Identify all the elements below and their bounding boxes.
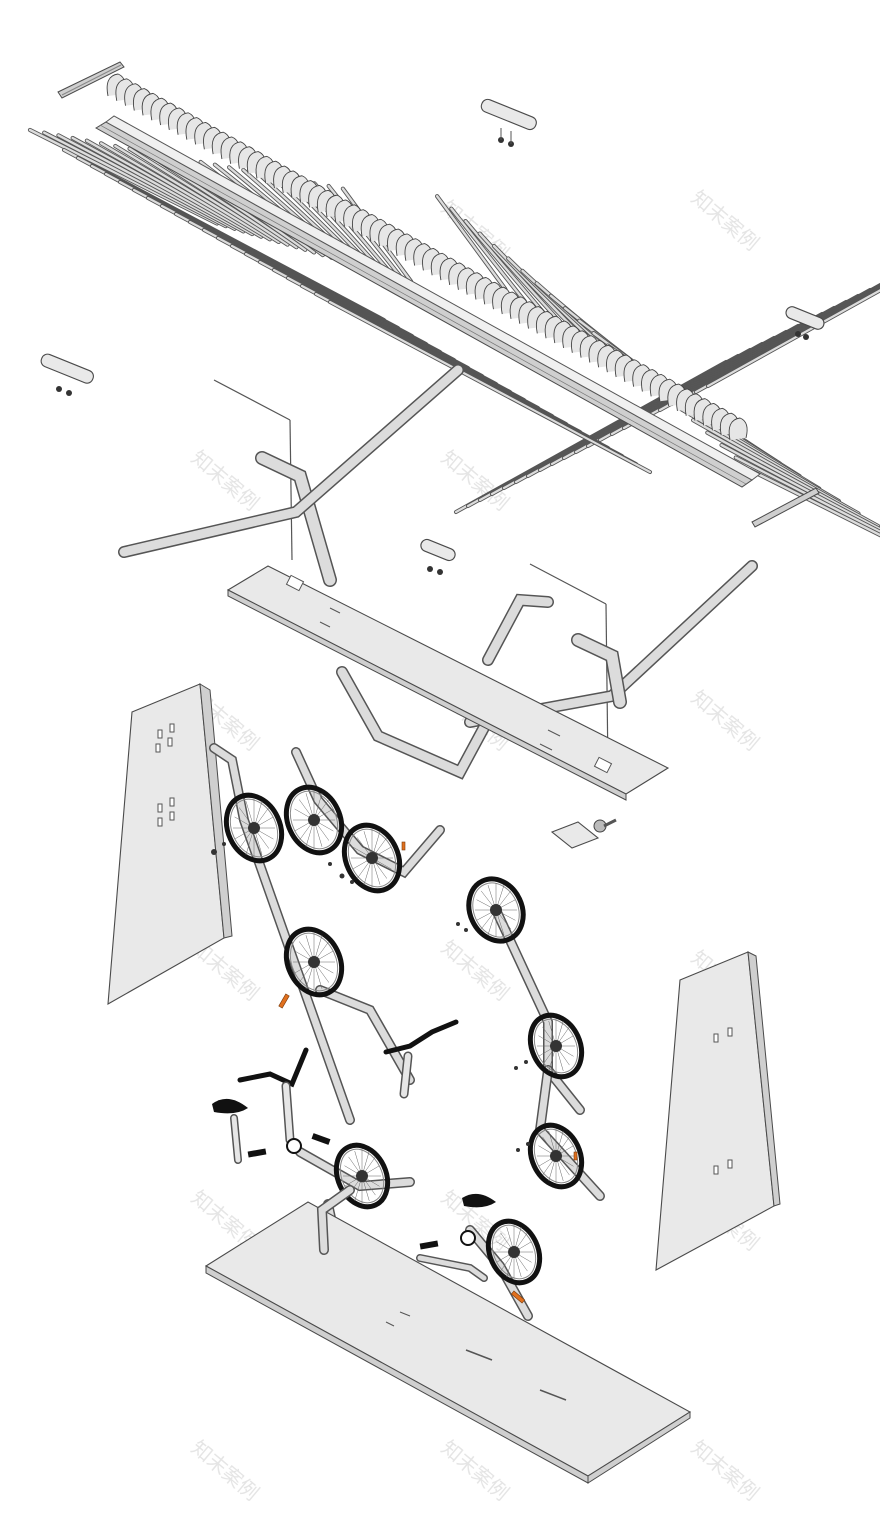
wheel-rim	[472, 882, 520, 938]
upper-deck-plate	[226, 565, 670, 801]
wheel-rim	[533, 1128, 579, 1184]
saddles	[212, 1098, 496, 1208]
bike-wheel	[341, 822, 403, 894]
left-end-rail	[57, 61, 125, 99]
wheel-hub	[550, 1040, 562, 1052]
end-cap-left	[40, 353, 94, 396]
wheel-hub	[356, 1170, 368, 1182]
canopy-rod-highlight	[85, 139, 254, 236]
wheel-hub	[308, 814, 320, 826]
right-side-panel	[655, 951, 781, 1271]
canopy-rod-highlight	[328, 300, 652, 474]
handlebars	[237, 1019, 459, 1145]
end-cap-far-right	[785, 306, 825, 340]
wheel-rim	[491, 1224, 537, 1280]
left-side-panel	[107, 683, 233, 1005]
watermark-text: 知末案例	[187, 445, 264, 515]
wheel-rim	[347, 828, 397, 888]
canopy-channel-rail	[95, 115, 761, 488]
wheel-rim	[339, 1148, 385, 1204]
bike-wheel	[527, 1012, 585, 1080]
small-foot-plate	[550, 818, 617, 849]
canopy-rod-highlight	[99, 142, 263, 238]
bike-wheels	[223, 784, 585, 1286]
canopy-rod-highlight	[706, 431, 880, 528]
canopy-rod-highlight	[435, 195, 507, 291]
reflectors	[278, 841, 578, 1304]
wheel-hub	[366, 852, 378, 864]
canopy-rod-highlight	[114, 144, 272, 241]
wheel-tire	[283, 926, 345, 998]
watermark-text: 知末案例	[187, 1435, 264, 1505]
wheel-rim	[289, 932, 339, 992]
canopy-rod-highlight	[706, 289, 880, 388]
canopy-rod-highlight	[748, 468, 880, 537]
canopy-rod-highlight	[57, 134, 236, 230]
bottom-base-plate	[204, 1201, 692, 1484]
wheel-rim	[533, 1018, 579, 1074]
canopy-rod-highlight	[128, 147, 280, 244]
wheel-rim	[229, 798, 279, 858]
wheel-tire	[466, 876, 526, 944]
canopy-rod-highlight	[478, 232, 566, 328]
canopy-rod-highlight	[734, 456, 880, 534]
ribbed-canopy-spine	[106, 73, 748, 441]
watermark-text: 知末案例	[687, 185, 764, 255]
watermark-text: 知末案例	[437, 445, 514, 515]
bike-wheel	[283, 926, 345, 998]
wheel-tire	[341, 822, 403, 894]
end-cap-top-right	[480, 98, 537, 147]
canopy-rods	[27, 127, 880, 538]
pedals	[247, 1133, 476, 1250]
canopy-rod-highlight	[450, 207, 527, 303]
wheel-hub	[248, 822, 260, 834]
canopy-rod-highlight	[71, 136, 245, 233]
end-cap-middle	[420, 538, 456, 575]
spine-rib	[728, 417, 748, 441]
watermark-text: 知末案例	[687, 1435, 764, 1505]
right-end-rail	[751, 487, 820, 528]
watermark-text: 知末案例	[437, 935, 514, 1005]
watermark-text: 知末案例	[437, 1435, 514, 1505]
wheel-hub	[490, 904, 502, 916]
wheel-tire	[223, 792, 285, 864]
axle-hardware	[211, 842, 530, 1152]
wheel-hub	[308, 956, 320, 968]
upper-frame-tubes	[118, 364, 758, 780]
bike-wheel	[466, 876, 526, 944]
wheel-tire	[333, 1142, 391, 1210]
wheel-rim	[289, 790, 339, 850]
wheel-tire	[485, 1218, 543, 1286]
canopy-rod-highlight	[43, 131, 228, 228]
wheel-tire	[527, 1122, 585, 1190]
bike-wheel	[485, 1218, 543, 1286]
bike-wheel	[223, 792, 285, 864]
bike-wheel	[527, 1122, 585, 1190]
canopy-rod-highlight	[28, 128, 219, 225]
wheel-tire	[283, 784, 345, 856]
bike-wheel	[333, 1142, 391, 1210]
watermark-text: 知末案例	[687, 685, 764, 755]
canopy-rod-highlight	[464, 219, 546, 316]
wheel-tire	[527, 1012, 585, 1080]
bike-wheel	[283, 784, 345, 856]
wheel-hub	[508, 1246, 520, 1258]
base-upright-tube	[316, 1185, 355, 1255]
wheel-hub	[550, 1150, 562, 1162]
